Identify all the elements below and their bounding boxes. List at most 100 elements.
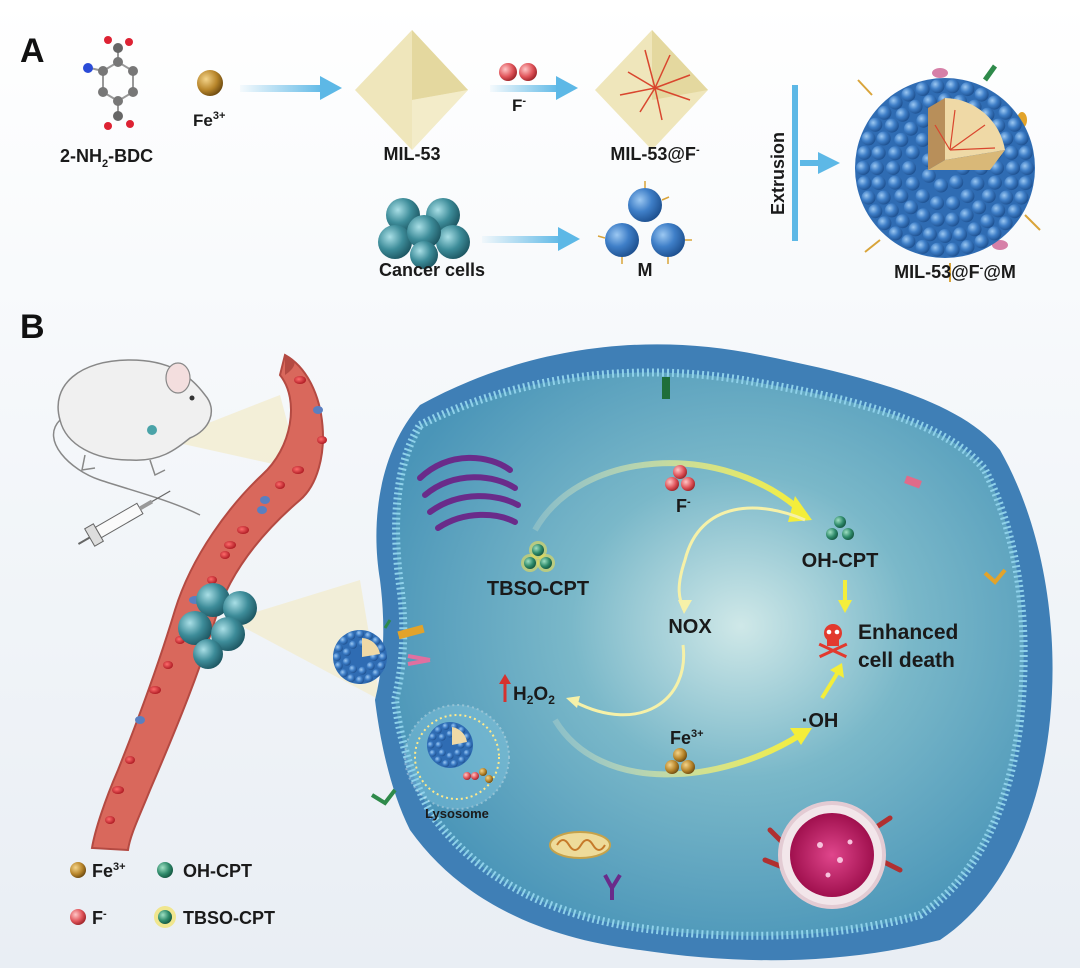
nanoparticle-in-blood [313,406,323,414]
red-blood-cell [317,436,327,444]
shell-bead [868,204,883,219]
shell-bead [450,760,458,767]
shell-bead [895,214,910,229]
red-blood-cell [163,661,173,669]
lysosome-label: Lysosome [425,806,489,821]
shell-bead [442,760,450,767]
increase-arrow-icon [499,674,511,702]
extrusion-bracket [733,85,798,241]
shell-bead [921,168,936,183]
oh-cpt-cluster-icon [826,516,854,540]
cancer-cells-icon [378,198,470,269]
fe-label: Fe3+ [193,110,225,130]
syringe-icon [77,490,171,547]
membrane-vesicles-icon [597,181,692,264]
membrane-label: M [638,260,653,280]
shell-bead [364,631,373,640]
shell-bead [871,145,886,160]
ligand-label: 2-NH2-BDC [60,146,153,170]
nox-label: NOX [668,616,712,638]
shell-bead [945,212,960,227]
mil53-f-octahedron-icon [595,30,708,150]
pathway-fluoride-label: F- [676,496,691,516]
shell-bead [905,176,920,191]
tbso-cpt-label: TBSO-CPT [487,578,589,600]
fe-ion-icon [197,70,223,96]
shell-bead [960,189,975,204]
nanoparticle-in-blood [260,496,270,504]
golgi-apparatus-icon [417,454,521,531]
light-beam [165,395,300,470]
shell-bead [945,79,960,94]
shell-bead [877,105,892,120]
shell-bead [1007,117,1022,132]
outcome-label-line1: Enhanced [858,621,958,644]
mil53-octahedron-icon [355,30,468,150]
shell-bead [463,749,471,757]
shell-bead [953,227,968,242]
shell-bead [974,87,989,102]
shell-bead [465,741,473,749]
shell-bead [888,226,903,241]
legend-fe-label: Fe3+ [92,861,126,881]
shell-bead [915,132,930,147]
shell-bead [347,674,356,683]
shell-bead [372,636,381,645]
shell-bead [915,189,930,204]
shell-bead [342,657,351,666]
red-blood-cell [125,756,135,764]
mouse-icon [52,359,212,516]
f-ion-icon [499,63,517,81]
shell-bead [857,176,872,191]
shell-bead [434,756,442,764]
shell-bead [877,216,892,231]
legend-fe-icon [70,862,86,878]
f-ion-cluster-icon [665,465,695,491]
shell-bead [429,733,437,741]
legend-oh-cpt-label: OH-CPT [183,861,252,881]
shell-bead [349,640,357,649]
shell-bead [974,234,989,249]
shell-bead [342,648,351,657]
red-blood-cell [294,376,306,384]
shell-bead [945,242,960,257]
shell-bead [905,145,920,160]
shell-bead [454,749,462,757]
shell-bead [960,82,975,97]
cancer-cell [375,344,1053,961]
shell-bead [446,752,454,760]
shell-bead [884,203,899,218]
shell-bead [876,190,891,205]
shell-bead [930,196,944,211]
shell-bead [333,653,341,661]
shell-bead [356,676,364,684]
shell-bead [902,161,916,175]
red-blood-cell [275,481,285,489]
shell-bead [861,190,876,205]
shell-bead [991,203,1006,218]
shell-bead [916,208,931,223]
red-blood-cell [207,576,217,584]
shell-bead [1006,161,1020,175]
red-blood-cell [292,466,304,474]
membrane-receptor-icon [662,377,670,399]
fe-ion-cluster-icon [665,748,695,774]
shell-bead [922,227,937,242]
shell-bead [861,131,876,146]
shell-bead [916,113,931,128]
shell-bead [356,630,364,638]
shell-bead [886,161,900,175]
shell-bead [888,175,903,190]
red-blood-cell [220,551,230,559]
shell-bead [949,175,964,190]
legend-f-icon [70,909,86,925]
shell-bead [334,661,343,670]
arrow-membrane-extraction [482,227,580,251]
shell-bead [876,131,891,146]
arrow-extrusion [800,152,840,174]
shell-bead [1014,190,1029,205]
shell-bead [379,653,387,661]
shell-bead [903,121,918,136]
shell-bead [901,234,916,249]
tbso-cpt-cluster-icon [521,541,555,572]
